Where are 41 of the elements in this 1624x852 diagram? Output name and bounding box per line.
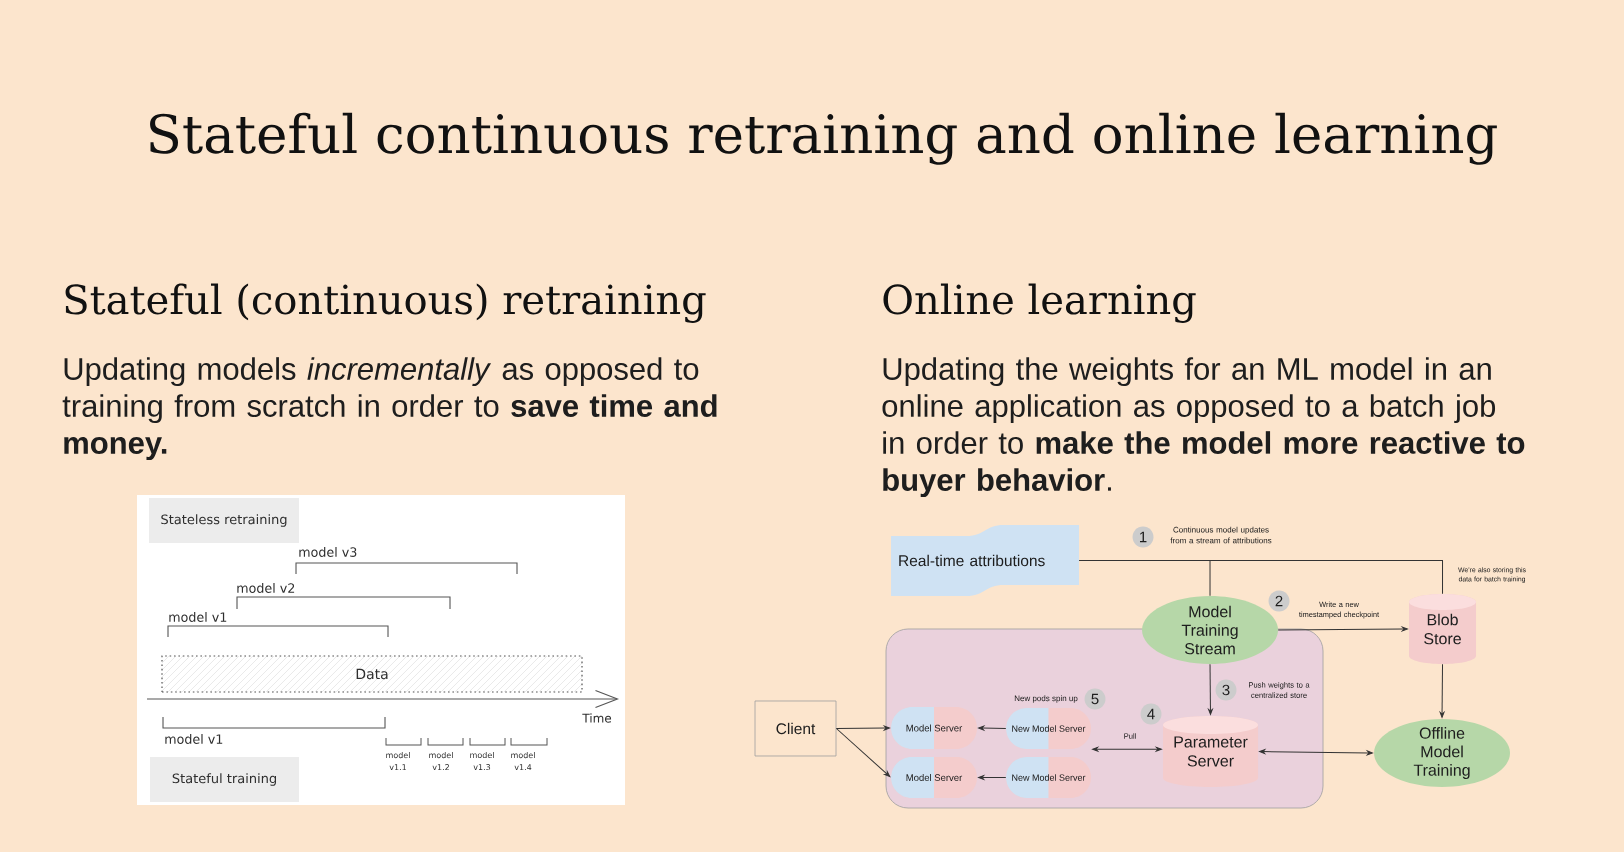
data-box: Data bbox=[161, 655, 583, 693]
section-heading: Stateful (continuous) retraining bbox=[65, 283, 706, 323]
arrow bbox=[835, 728, 891, 778]
bracket-label: model v1 bbox=[169, 612, 227, 622]
paragraph: Updating models incrementally as opposed to training from scratch in order to save time and money. bbox=[62, 357, 717, 461]
database-cylinder: Blob Store bbox=[1409, 594, 1476, 664]
arrow bbox=[1277, 626, 1408, 632]
arrow bbox=[1439, 663, 1445, 718]
bracket-label: model v1.4 bbox=[511, 751, 535, 771]
bracket-label: model v3 bbox=[299, 547, 357, 557]
title: Stateful continuous retraining and online learning bbox=[150, 112, 1497, 165]
pill-box: Model Server bbox=[891, 707, 977, 749]
callout-number: 1 bbox=[1132, 526, 1154, 548]
bracket-label: model v1.3 bbox=[470, 751, 494, 771]
section-heading: Online learning bbox=[883, 283, 1196, 323]
callout-number: 2 bbox=[1268, 590, 1290, 612]
database-cylinder: Parameter Server bbox=[1163, 716, 1258, 787]
axis-label: Time bbox=[582, 713, 612, 723]
wavy-banner: Real-time attributions bbox=[891, 525, 1079, 596]
annotation: Continuous model updates from a stream of attributions bbox=[1170, 526, 1272, 544]
bracket-label: model v1.2 bbox=[429, 751, 453, 771]
callout-number: 5 bbox=[1084, 688, 1106, 710]
process-box: Client bbox=[754, 700, 837, 757]
bracket-label: model v1 bbox=[165, 734, 223, 744]
bracket-label: model v1.1 bbox=[386, 751, 410, 771]
callout-number: 3 bbox=[1215, 679, 1237, 701]
pill-box: New Model Server bbox=[1006, 708, 1091, 749]
connector-line bbox=[1078, 560, 1443, 595]
arrow bbox=[1208, 663, 1213, 715]
arrow bbox=[835, 725, 890, 731]
pill-box: Model Server bbox=[891, 757, 977, 798]
arrow bbox=[978, 725, 1007, 731]
callout-number: 4 bbox=[1140, 703, 1162, 725]
label-box: Stateful training bbox=[150, 757, 299, 802]
arrow bbox=[978, 775, 1007, 780]
bracket-label: model v2 bbox=[237, 583, 295, 593]
pill-box: New Model Server bbox=[1006, 757, 1091, 798]
label-box: Stateless retraining bbox=[149, 498, 299, 543]
paragraph: Updating the weights for an ML model in an online application as opposed to a batch job in order to make the model more reactive to buyer behavior. bbox=[882, 357, 1525, 498]
double-arrow bbox=[1259, 749, 1373, 756]
double-arrow bbox=[1092, 746, 1162, 752]
